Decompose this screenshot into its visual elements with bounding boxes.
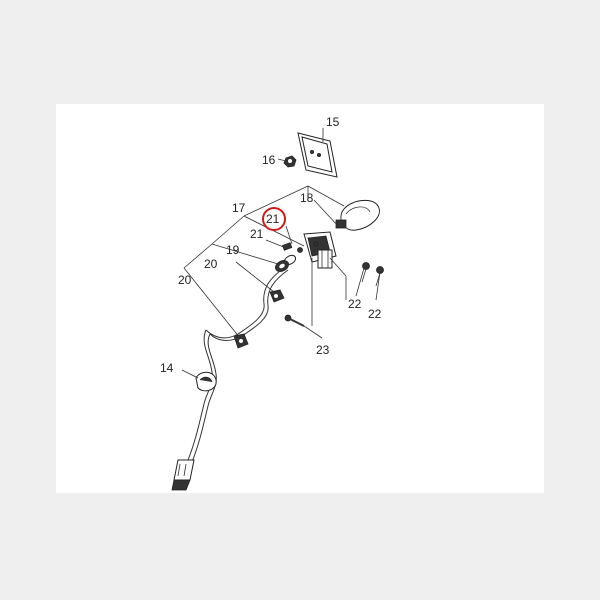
- part-20-clamps: [233, 289, 285, 349]
- callout-labels: 15 16 18 17 21 21 19 20 20 22 22 23 14: [160, 115, 382, 375]
- callout-19: 19: [226, 243, 240, 257]
- diagram-sheet: [56, 104, 544, 493]
- callout-20-upper: 20: [204, 257, 218, 271]
- callout-15: 15: [326, 115, 340, 129]
- callout-14: 14: [160, 361, 174, 375]
- socket-assembly: [297, 231, 337, 269]
- part-19-grommet: [275, 260, 289, 272]
- callout-22-left: 22: [348, 297, 362, 311]
- callout-22-right: 22: [368, 307, 382, 321]
- harness-connector: [171, 459, 195, 491]
- callout-21: 21: [250, 227, 264, 241]
- part-15-reflector: [297, 132, 338, 178]
- wire-harness: [187, 267, 289, 463]
- callout-21-highlighted: 21: [266, 212, 280, 226]
- callout-23: 23: [316, 343, 330, 357]
- part-14-clamp: [195, 371, 217, 392]
- part-16-nut: [283, 155, 297, 168]
- part-18-lamp-housing: [335, 199, 380, 231]
- callout-16: 16: [262, 153, 276, 167]
- callout-20-lower: 20: [178, 273, 192, 287]
- part-22-screws: [361, 262, 384, 287]
- highlight-circle: [262, 207, 286, 231]
- part-23-bolt: [284, 314, 305, 327]
- callout-18: 18: [300, 191, 314, 205]
- leader-lines: [181, 128, 381, 379]
- callout-17: 17: [232, 201, 246, 215]
